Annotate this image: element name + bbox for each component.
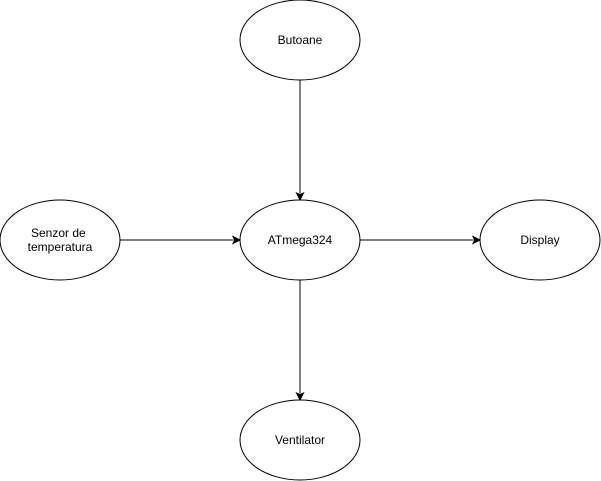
node-label: Senzor de temperatura xyxy=(28,226,93,254)
node-ellipse xyxy=(239,199,361,281)
node-ellipse xyxy=(239,399,361,481)
node-label: Display xyxy=(520,233,559,247)
arrowhead-icon xyxy=(295,191,305,202)
edge-senzor-to-atmega xyxy=(120,235,242,245)
edges xyxy=(120,80,482,402)
node-ellipse xyxy=(239,0,361,81)
arrowhead-icon xyxy=(295,391,305,402)
node-display[interactable]: Display xyxy=(479,199,601,281)
edge-butoane-to-atmega xyxy=(295,80,305,202)
edge-atmega-to-ventilator xyxy=(295,280,305,402)
node-label-line-2: temperatura xyxy=(28,240,93,254)
node-butoane[interactable]: Butoane xyxy=(239,0,361,81)
arrowhead-icon xyxy=(471,235,482,245)
node-label: Butoane xyxy=(278,33,323,47)
node-senzor-de-temperatura[interactable]: Senzor de temperatura xyxy=(0,199,121,281)
node-ventilator[interactable]: Ventilator xyxy=(239,399,361,481)
arrowhead-icon xyxy=(231,235,242,245)
node-label: Ventilator xyxy=(275,433,325,447)
node-ellipse xyxy=(0,199,121,281)
edge-atmega-to-display xyxy=(360,235,482,245)
node-atmega324[interactable]: ATmega324 xyxy=(239,199,361,281)
node-label: ATmega324 xyxy=(268,233,333,247)
node-ellipse xyxy=(479,199,601,281)
node-label-line-1: Senzor de xyxy=(31,226,86,240)
